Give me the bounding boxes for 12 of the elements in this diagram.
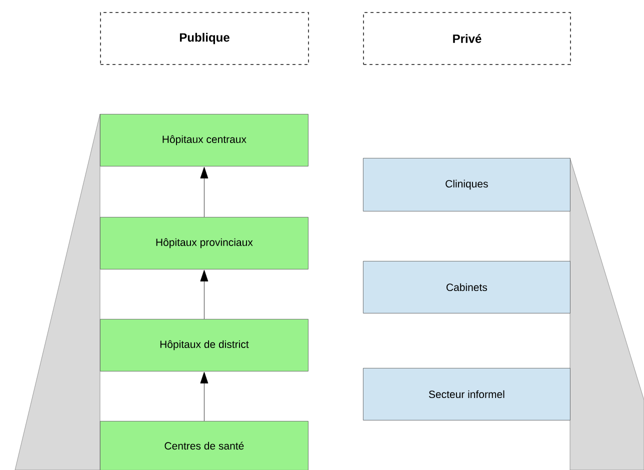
private-box: Cabinets <box>363 261 570 314</box>
private-box: Secteur informel <box>363 368 570 420</box>
private-box: Cliniques <box>363 158 570 212</box>
arrow <box>200 270 208 320</box>
public-box: Hôpitaux centraux <box>100 114 308 166</box>
arrow <box>200 166 208 218</box>
header-box: Privé <box>363 12 571 65</box>
public-box: Hôpitaux provinciaux <box>100 217 308 270</box>
header-box: Publique <box>100 12 309 65</box>
public-box: Hôpitaux de district <box>100 319 308 372</box>
public-box: Centres de santé <box>100 421 308 470</box>
arrow <box>200 372 208 422</box>
